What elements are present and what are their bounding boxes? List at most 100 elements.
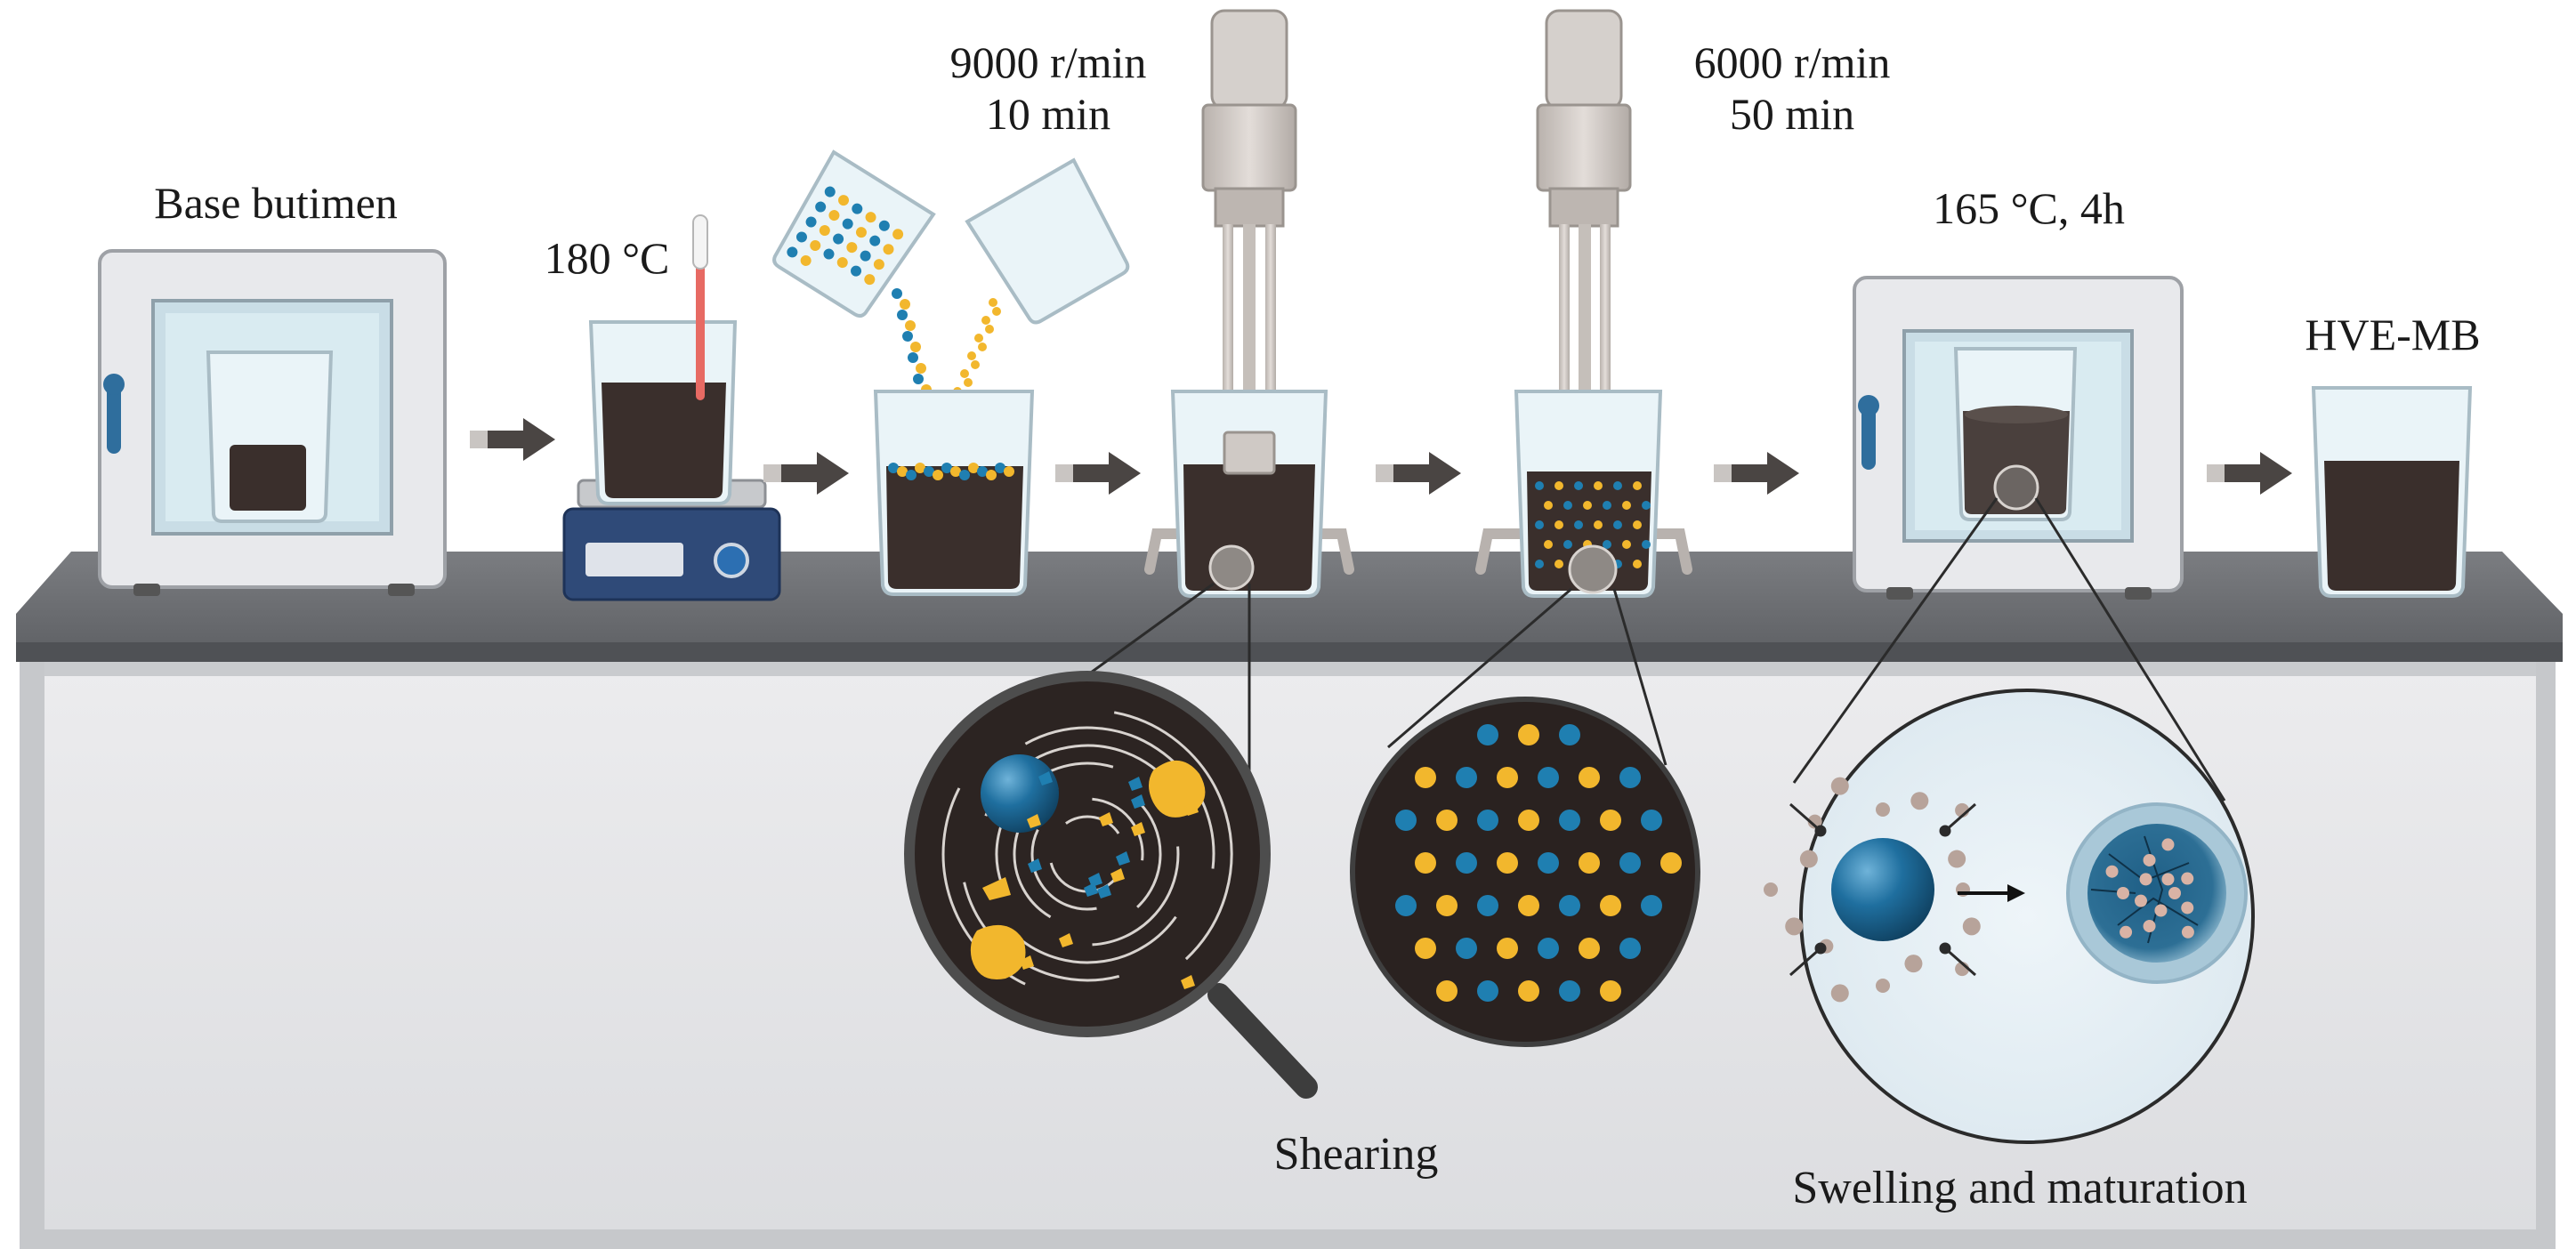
particle (883, 244, 894, 255)
process-arrow-icon (470, 418, 555, 461)
particle (1004, 466, 1014, 477)
arrow-head (1939, 942, 1951, 955)
particle (824, 186, 836, 197)
particle (1603, 501, 1611, 510)
particle (902, 331, 913, 342)
particle (873, 259, 884, 270)
swirl-line (1136, 802, 1162, 908)
particle (838, 195, 850, 206)
particle (1395, 810, 1417, 831)
fragment (1020, 955, 1034, 970)
particle (1518, 980, 1539, 1002)
beaker-icon (588, 320, 738, 505)
particle (985, 325, 994, 334)
particle (959, 470, 970, 480)
particle (851, 265, 862, 277)
particle (1579, 767, 1600, 788)
particle (1456, 938, 1477, 959)
swirl-line (1030, 828, 1097, 911)
particle (1619, 852, 1641, 874)
particle (869, 235, 881, 246)
magnifier-icon (904, 671, 1318, 1099)
bitumen-component (1830, 777, 1849, 795)
particle (1660, 852, 1682, 874)
particle (1559, 895, 1580, 916)
particle (897, 466, 908, 477)
particle (1574, 520, 1583, 529)
zoom-circle-dispersed (1350, 697, 1700, 1047)
particle (1436, 810, 1458, 831)
absorbed-component (2134, 894, 2147, 907)
label-shear1-time: 10 min (985, 89, 1111, 139)
particle (1579, 938, 1600, 959)
particle (968, 463, 979, 473)
particle (823, 248, 835, 260)
inward-arrow (1789, 947, 1821, 977)
arrow-head (1814, 942, 1827, 955)
particle (1544, 540, 1553, 549)
particle (787, 246, 798, 258)
particle (992, 307, 1001, 316)
particle (910, 342, 921, 352)
label-shear2-time: 50 min (1729, 89, 1855, 139)
particle (1642, 501, 1651, 510)
particle (864, 274, 876, 286)
particle (1554, 520, 1563, 529)
particle (908, 352, 918, 363)
yellow-fragment (1149, 760, 1206, 818)
particle (892, 288, 902, 299)
label-product: HVE-MB (2305, 310, 2481, 359)
particle (1456, 767, 1477, 788)
bitumen-component (1904, 955, 1923, 973)
shear-mixer-icon (1144, 9, 1354, 575)
particle (888, 463, 899, 473)
bitumen-component (1876, 979, 1890, 993)
label-shear1-speed: 9000 r/min (949, 37, 1147, 87)
label-shear2-speed: 6000 r/min (1693, 37, 1891, 87)
particle (1603, 540, 1611, 549)
particle (852, 203, 863, 214)
particle (810, 239, 821, 251)
particle (924, 466, 934, 477)
fragment (1110, 868, 1125, 882)
beaker-icon (1170, 390, 1328, 598)
absorbed-component (2139, 873, 2152, 886)
bitumen-component (1807, 814, 1822, 829)
particle (1518, 895, 1539, 916)
particle (855, 227, 867, 238)
absorbed-component (2105, 865, 2119, 878)
particle (981, 316, 990, 325)
particle (836, 257, 848, 269)
particle (1477, 724, 1498, 745)
particle (1563, 540, 1572, 549)
absorbed-component (2168, 887, 2181, 899)
particle (1619, 767, 1641, 788)
fragment (1131, 794, 1145, 809)
particle (1642, 540, 1651, 549)
particle (795, 231, 807, 243)
particle (1600, 895, 1621, 916)
particle (897, 310, 908, 320)
particle (906, 470, 917, 480)
particle (974, 334, 983, 342)
label-maturation-condition: 165 °C, 4h (1933, 183, 2125, 233)
particle (900, 299, 910, 310)
particle (833, 233, 844, 245)
particle (977, 466, 988, 477)
particle (941, 463, 952, 473)
particle (1559, 980, 1580, 1002)
particle (842, 218, 853, 230)
particle (1477, 895, 1498, 916)
particle (1633, 520, 1642, 529)
fragment (1116, 851, 1130, 866)
beaker-icon (1514, 390, 1663, 598)
fragment (1128, 777, 1143, 791)
fragment (1027, 814, 1041, 828)
pouring-beaker-empty (965, 157, 1130, 325)
particle (1436, 980, 1458, 1002)
particle (1600, 980, 1621, 1002)
bitumen-component (1948, 850, 1966, 868)
process-arrow-icon (1714, 452, 1799, 495)
crack-line (2117, 897, 2199, 926)
particle (1579, 852, 1600, 874)
